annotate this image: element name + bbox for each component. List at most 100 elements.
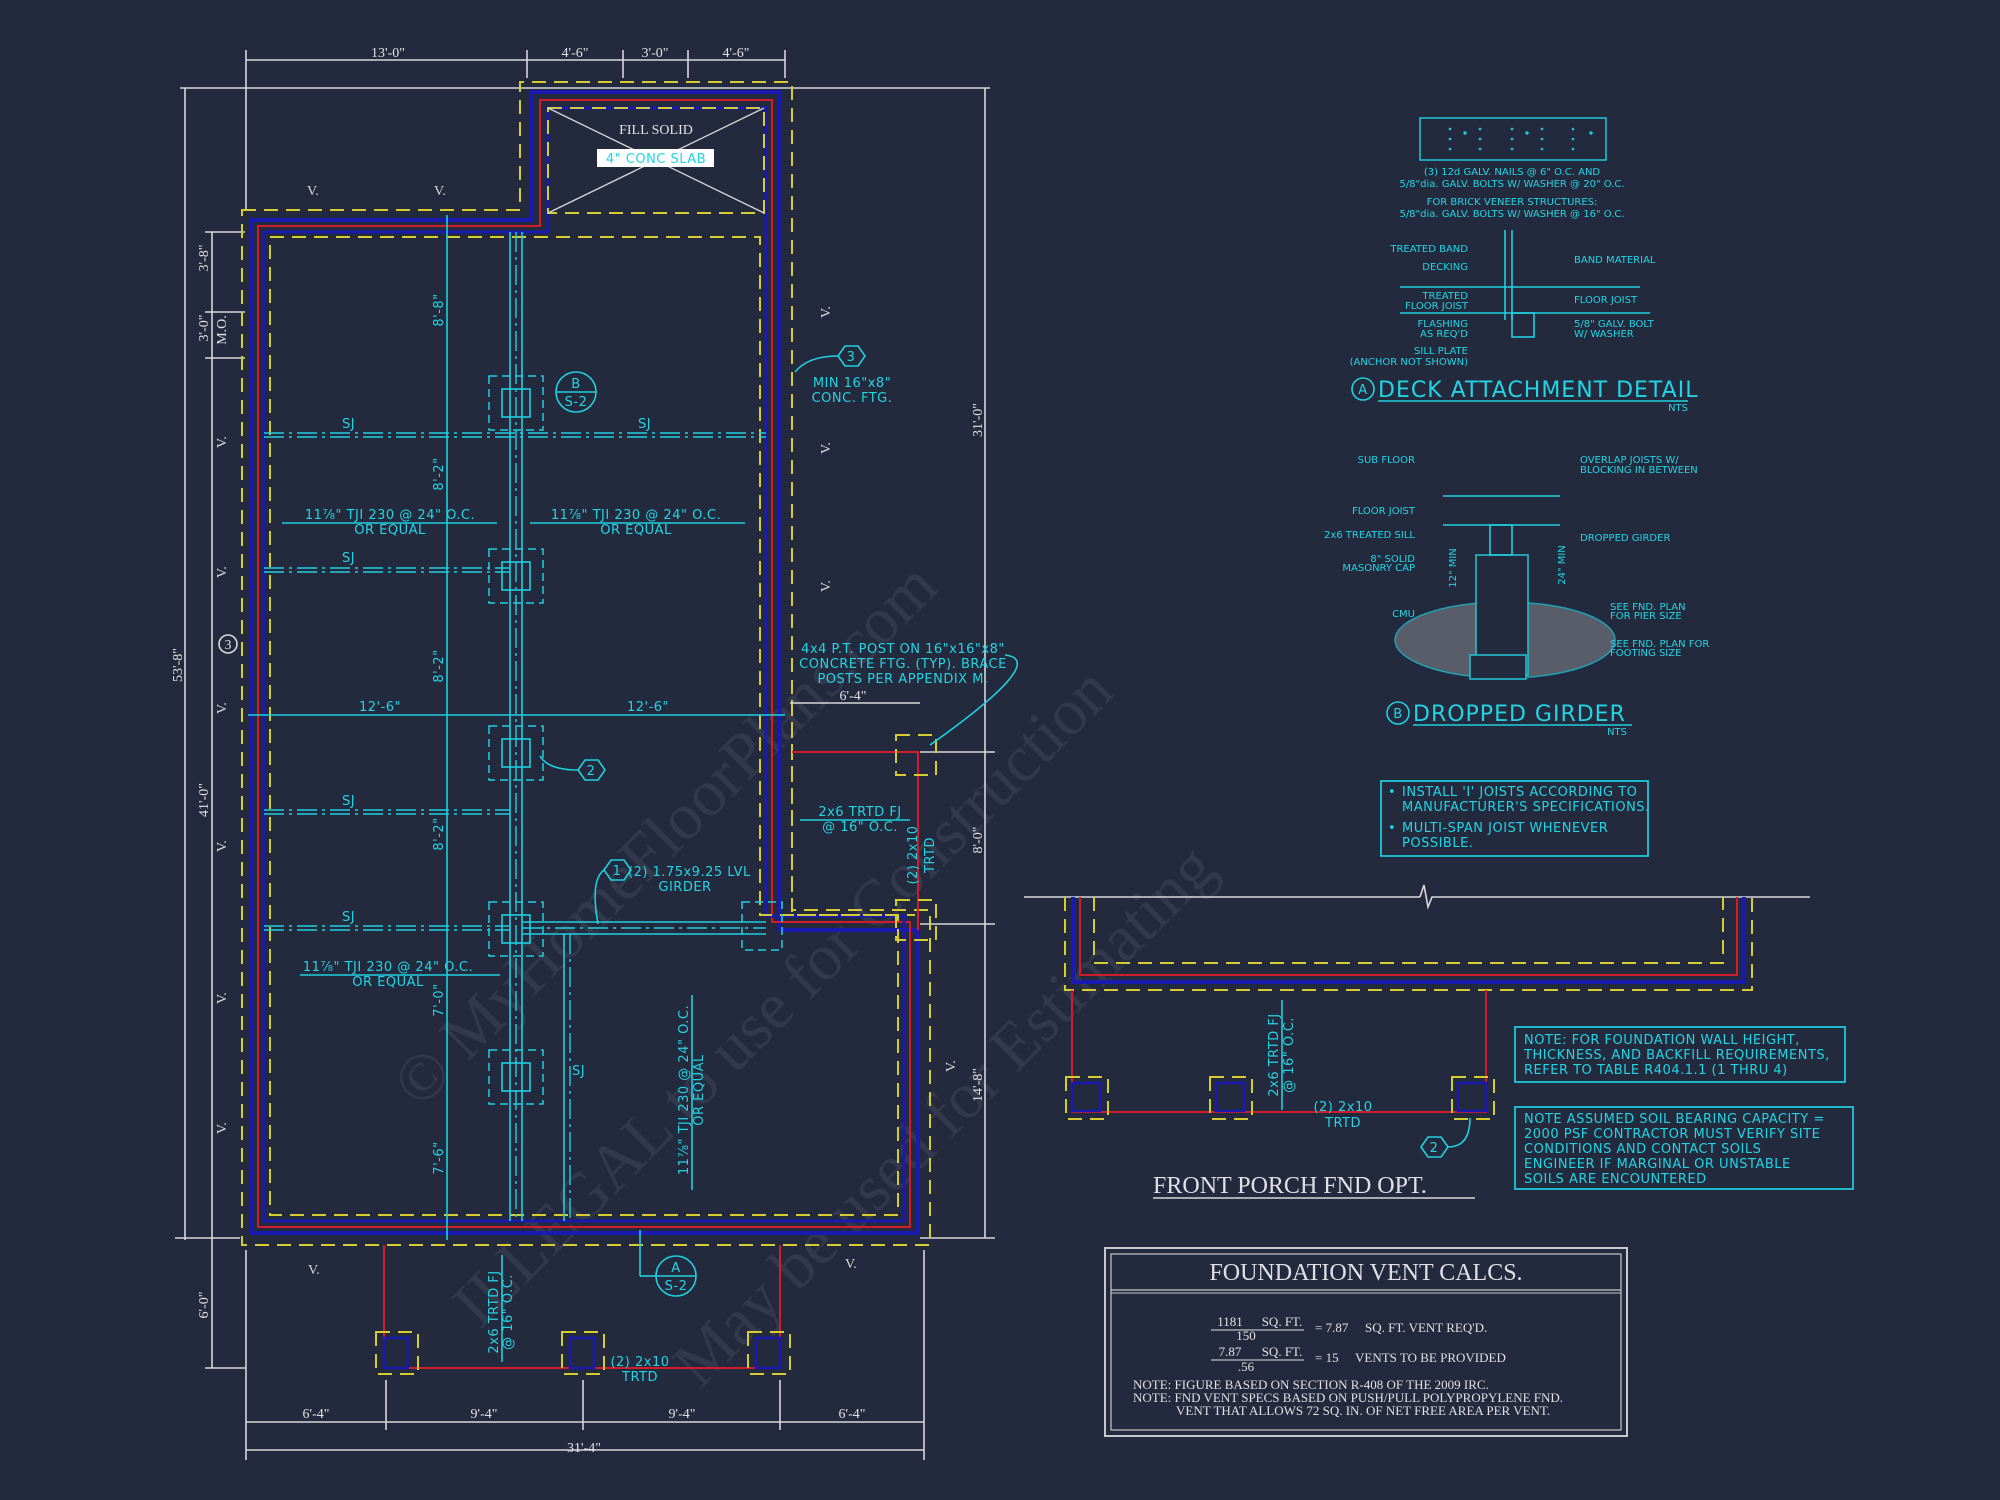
vent-calcs-title: FOUNDATION VENT CALCS. — [1209, 1260, 1522, 1286]
joist-label-lower: 11⅞" TJI 230 @ 24" O.C. — [303, 960, 473, 975]
joist-note-2: MANUFACTURER'S SPECIFICATIONS. — [1402, 800, 1650, 815]
joist-note-4: POSSIBLE. — [1402, 836, 1473, 851]
detail-tags: B S-2 A S-2 1 (2) 1.75x9.25 LVL GIRDER 2… — [539, 345, 893, 1297]
girder-spacing-3: 8'-2" — [432, 649, 447, 682]
vc-row1-den: 150 — [1236, 1328, 1256, 1343]
vc-note-3: VENT THAT ALLOWS 72 SQ. IN. OF NET FREE … — [1176, 1403, 1550, 1418]
vent-label: V. — [308, 1263, 320, 1278]
label-footing-size: FOOTING SIZE — [1610, 648, 1681, 659]
foundation-walls — [241, 81, 937, 1246]
label-see-plan-footing: SEE FND. PLAN FOR — [1610, 639, 1709, 650]
vc-row2-desc: VENTS TO BE PROVIDED — [1355, 1350, 1506, 1365]
keynote-2-hex — [577, 759, 606, 781]
joist-label-right: 11⅞" TJI 230 @ 24" O.C. — [551, 508, 721, 523]
front-porch-option: 2x6 TRTD FJ @ 16" O.C. (2) 2x10 TRTD 2 F… — [1024, 884, 1810, 1199]
fill-solid-label: FILL SOLID — [619, 123, 693, 138]
label-sub-floor: SUB FLOOR — [1358, 455, 1415, 466]
detail-a-tag: A — [1358, 383, 1367, 398]
dim-bottom-1: 6'-4" — [303, 1407, 330, 1422]
sj-label: SJ — [638, 417, 651, 432]
label-floor-joist-a: FLOOR JOIST — [1405, 301, 1469, 312]
vent-calcs-table: FOUNDATION VENT CALCS. 1181 SQ. FT. 150 … — [1104, 1247, 1628, 1437]
vent-label: V. — [944, 1060, 959, 1072]
label-solid: 8" SOLID — [1370, 554, 1415, 565]
label-floor-joist: FLOOR JOIST — [1352, 506, 1416, 517]
fp-fj-2: @ 16" O.C. — [1282, 1017, 1297, 1093]
post-note-2: CONCRETE FTG. (TYP). BRACE — [799, 657, 1007, 672]
sj-label: SJ — [342, 794, 355, 809]
joist-note-3: MULTI-SPAN JOIST WHENEVER — [1402, 821, 1608, 836]
vent-label: V. — [215, 840, 230, 852]
label-flashing: FLASHING — [1418, 319, 1468, 330]
dropped-girder-detail: SUB FLOOR FLOOR JOIST 2x6 TREATED SILL 8… — [1324, 455, 1709, 738]
ftg-note-2: CONC. FTG. — [812, 391, 893, 406]
vc-row1-unit: SQ. FT. — [1262, 1314, 1303, 1329]
vc-row2-num: 7.87 — [1219, 1344, 1242, 1359]
joist-label-right-sub: OR EQUAL — [600, 523, 672, 538]
keynote-3: 3 — [847, 350, 856, 365]
stoop-fj-1: 2x6 TRTD FJ — [818, 805, 901, 820]
label-floor-joist-b: FLOOR JOIST — [1574, 295, 1638, 306]
keynote-3-hex — [837, 345, 866, 367]
tag-b-letter: B — [571, 377, 580, 392]
bullet: • — [1388, 821, 1396, 836]
span-dim-left: 12'-6" — [359, 700, 401, 715]
stoop-beam-1: (2) 2x10 — [906, 825, 921, 884]
watermark-line-3: May be used for Estimating — [659, 831, 1229, 1401]
label-overlap-joists: OVERLAP JOISTS W/ — [1580, 455, 1679, 466]
porch-beam-2: TRTD — [621, 1370, 658, 1385]
dim-bottom-overall: 31'-4" — [567, 1441, 601, 1456]
wall-note-3: REFER TO TABLE R404.1.1 (1 THRU 4) — [1524, 1063, 1788, 1078]
fp-title: FRONT PORCH FND OPT. — [1153, 1173, 1427, 1199]
porch-beam-1: (2) 2x10 — [610, 1355, 669, 1370]
brick-note-2: 5/8"dia. GALV. BOLTS W/ WASHER @ 16" O.C… — [1399, 209, 1624, 220]
detail-b-scale: NTS — [1607, 727, 1627, 738]
sj-label: SJ — [342, 910, 355, 925]
soil-note-1: NOTE ASSUMED SOIL BEARING CAPACITY = — [1524, 1112, 1825, 1127]
girder-note-1: (2) 1.75x9.25 LVL — [628, 865, 751, 880]
wall-note-2: THICKNESS, AND BACKFILL REQUIREMENTS, — [1523, 1048, 1830, 1063]
sister-joist-lines: SJ SJ SJ SJ SJ SJ — [264, 417, 766, 1079]
vent-label: V. — [215, 992, 230, 1004]
stoop-beam-2: TRTD — [923, 837, 938, 874]
vent-label: V. — [819, 580, 834, 592]
bullet: • — [1388, 785, 1396, 800]
nail-note-1: (3) 12d GALV. NAILS @ 6" O.C. AND — [1424, 167, 1601, 178]
label-treated-band: TREATED BAND — [1389, 244, 1468, 255]
soil-note-3: CONDITIONS AND CONTACT SOILS — [1524, 1142, 1761, 1157]
ftg-note-1: MIN 16"x8" — [813, 376, 891, 391]
dim-bottom-2: 9'-4" — [471, 1407, 498, 1422]
vent-label: V. — [307, 184, 319, 199]
tag-b-sheet: S-2 — [565, 395, 588, 410]
girder-spacing-5: 7'-0" — [432, 983, 447, 1016]
dim-top-4: 4'-6" — [723, 46, 750, 61]
label-pier-size: FOR PIER SIZE — [1610, 611, 1682, 622]
keynote-2: 2 — [587, 764, 596, 779]
mo-label: M.O. — [215, 315, 230, 345]
deck-attachment-detail: (3) 12d GALV. NAILS @ 6" O.C. AND 5/8"di… — [1350, 117, 1698, 414]
tag-a-letter: A — [671, 1261, 680, 1276]
vent-label: V. — [819, 306, 834, 318]
joist-label-vertical: 11⅞" TJI 230 @ 24" O.C. — [677, 1005, 692, 1175]
right-dimensions: 31'-0" 8'-0" 14'-8" — [920, 88, 995, 1239]
vent-label: V. — [819, 442, 834, 454]
label-dropped-girder: DROPPED GIRDER — [1580, 533, 1670, 544]
soil-note-box: NOTE ASSUMED SOIL BEARING CAPACITY = 200… — [1514, 1106, 1854, 1190]
dim-24-min: 24" MIN — [1557, 545, 1568, 585]
vent-labels: V. V. V. V. V. V. V. V. V. V. V. V. V. V… — [215, 184, 959, 1278]
vc-row1-num: 1181 — [1217, 1314, 1243, 1329]
dim-top-3: 3'-0" — [642, 46, 669, 61]
wall-note-box: NOTE: FOR FOUNDATION WALL HEIGHT, THICKN… — [1514, 1026, 1846, 1083]
bottom-dimensions: 6'-4" 9'-4" 9'-4" 6'-4" 31'-4" — [245, 1250, 925, 1460]
label-decking: DECKING — [1422, 262, 1468, 273]
joist-label-left-sub: OR EQUAL — [354, 523, 426, 538]
joist-label-lower-sub: OR EQUAL — [352, 975, 424, 990]
soil-note-5: SOILS ARE ENCOUNTERED — [1524, 1172, 1707, 1187]
brick-note-1: FOR BRICK VENEER STRUCTURES: — [1427, 197, 1598, 208]
nail-note-2: 5/8"dia. GALV. BOLTS W/ WASHER @ 20" O.C… — [1399, 179, 1624, 190]
detail-b-tag: B — [1393, 707, 1402, 722]
detail-a-title: DECK ATTACHMENT DETAIL — [1378, 378, 1698, 403]
dim-top-1: 13'-0" — [371, 46, 405, 61]
girder-spacing-dims: 8'-8" 8'-2" 8'-2" 8'-2" 7'-0" 7'-6" — [432, 215, 448, 1240]
stoop-fj-2: @ 16" O.C. — [822, 820, 898, 835]
